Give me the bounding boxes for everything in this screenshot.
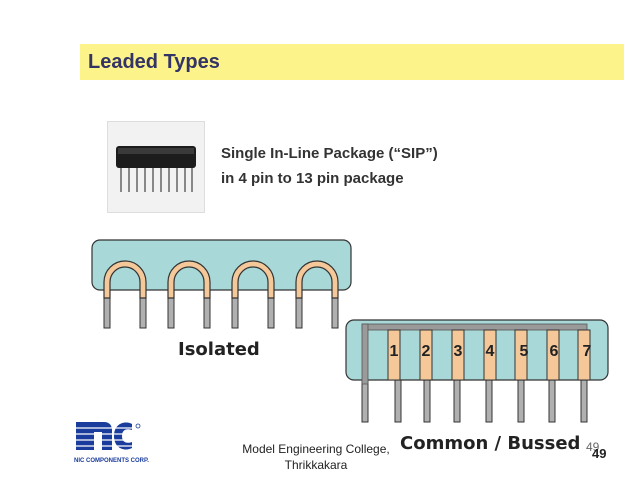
sip-chip-photo: [107, 121, 205, 213]
bussed-pins: [361, 375, 588, 423]
isolated-package-body: [91, 239, 352, 291]
isolated-package-diagram: [91, 239, 352, 329]
common-bussed-label: Common / Bussed: [400, 433, 581, 454]
pin-number-3: 3: [454, 343, 463, 360]
page-number-small: 49: [586, 440, 600, 454]
pin-number-6: 6: [550, 343, 559, 360]
footer-line-1: Model Engineering College,: [242, 442, 390, 456]
isolated-pins: [103, 285, 339, 329]
footer-text: Model Engineering College, Thrikkakara: [232, 441, 400, 473]
description-line-1: Single In-Line Package (“SIP”): [221, 145, 438, 162]
common-pin-lead: [361, 323, 369, 385]
pin-number-5: 5: [520, 343, 529, 360]
description-line-2: in 4 pin to 13 pin package: [221, 170, 404, 187]
isolated-resistors: [103, 260, 339, 299]
bussed-package-diagram: 1 2 3 4 5 6 7: [345, 319, 609, 423]
slide-title: Leaded Types: [88, 51, 220, 73]
pin-number-2: 2: [422, 343, 431, 360]
bussed-resistors: [387, 329, 591, 381]
pin-number-7: 7: [583, 343, 592, 360]
page-number: 49: [592, 446, 607, 461]
common-bus: [361, 323, 588, 331]
pin-number-4: 4: [486, 343, 495, 360]
bussed-package-body: [345, 319, 609, 381]
title-bar: Leaded Types: [80, 44, 624, 80]
logo-caption: NIC COMPONENTS CORP.: [74, 458, 149, 464]
isolated-label: Isolated: [178, 339, 260, 360]
footer-line-2: Thrikkakara: [284, 458, 348, 472]
nic-logo: [74, 422, 141, 450]
pin-number-1: 1: [390, 343, 399, 360]
sip-chip-image: [108, 122, 204, 212]
